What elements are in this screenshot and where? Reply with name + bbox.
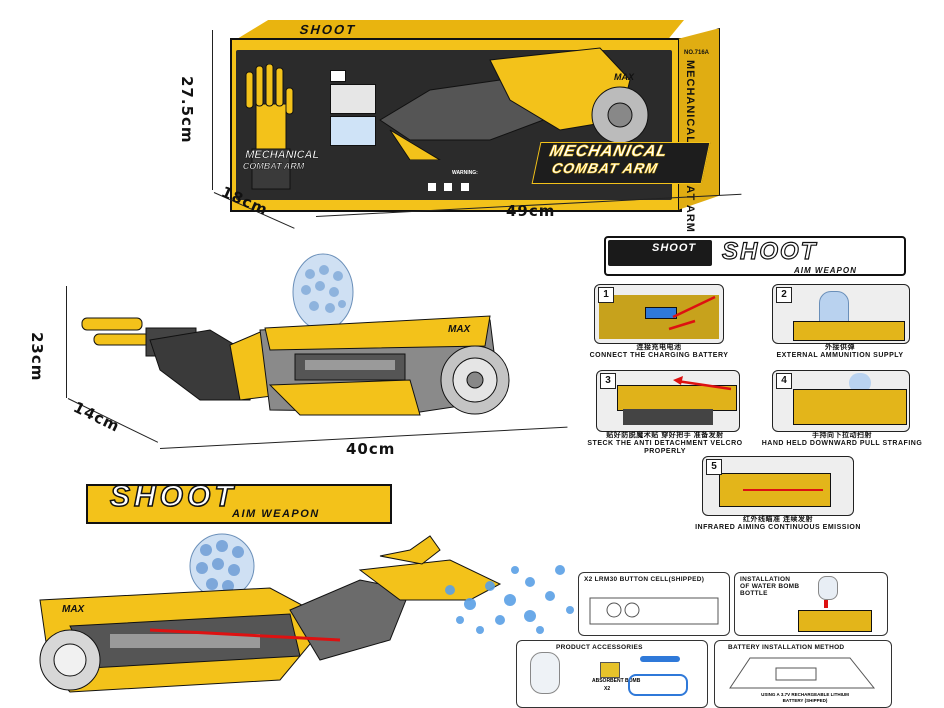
step-5-laser (743, 489, 823, 491)
box-height-dim: 27.5cm (178, 76, 196, 144)
box-thumbnail-2 (330, 116, 376, 146)
step-4-number: 4 (776, 373, 792, 389)
absorbent-bomb-qty: X2 (604, 686, 611, 692)
step-2-caption-en: EXTERNAL AMMUNITION SUPPLY (776, 352, 904, 359)
banner-subtitle: AIM WEAPON (794, 266, 857, 275)
step-2-number: 2 (776, 287, 792, 303)
box-icon-1 (428, 183, 436, 191)
step-1-number: 1 (598, 287, 614, 303)
step-3-number: 3 (600, 373, 616, 389)
step-4-caption-en: HAND HELD DOWNWARD PULL STRAFING (761, 440, 923, 447)
box-brand-top: SHOOT (297, 22, 359, 37)
step-3-handle (623, 409, 713, 425)
button-cell-diagram (589, 597, 719, 625)
step-4-bottle (849, 373, 871, 393)
battery-note: USING A 3.7V RECHARGEABLE LITHIUM BATTER… (761, 692, 849, 703)
water-bottle-icon (818, 576, 838, 600)
button-cell-label: X2 LRM30 BUTTON CELL(SHIPPED) (584, 576, 705, 583)
step-5-caption-cn: 红外线瞄准 连续发射 (743, 516, 813, 523)
box-small-badge (330, 70, 346, 82)
box-width-dim: 49cm (506, 202, 556, 220)
goggles-icon (628, 674, 688, 696)
box-max-badge: MAX (614, 72, 634, 82)
step-5-caption: 红外线瞄准 连续发射 INFRARED AIMING CONTINUOUS EM… (660, 516, 896, 532)
box-logo-right-line2: COMBAT ARM (550, 160, 660, 177)
step-3-arrow-icon (673, 376, 732, 391)
box-icon-3 (460, 183, 469, 191)
product-width-dim: 40cm (346, 440, 396, 458)
box-logo-left: MECHANICAL COMBAT ARM (241, 149, 321, 172)
button-cell-box (578, 572, 730, 636)
banner-small-shoot: SHOOT (652, 242, 697, 254)
step-1-caption-cn: 连接充电电池 (636, 344, 682, 351)
step-5-number: 5 (706, 459, 722, 475)
glove-graphic (245, 64, 294, 190)
step-3-image: 3 (596, 370, 740, 432)
bottom-logo-shoot: SHOOT (109, 479, 237, 514)
step-5-caption-en: INFRARED AIMING CONTINUOUS EMISSION (695, 524, 861, 531)
step-2-caption: 外接供弹 EXTERNAL AMMUNITION SUPPLY (756, 344, 924, 360)
water-bottle-device (798, 610, 872, 632)
box-logo-right: MECHANICAL COMBAT ARM (545, 143, 670, 177)
box-icons-row (428, 178, 488, 191)
install-arrow-icon (824, 600, 828, 608)
step-5-image: 5 (702, 456, 854, 516)
water-bottle-install-label: INSTALLATION OF WATER BOMB BOTTLE (740, 576, 800, 597)
step-1-battery (645, 307, 677, 319)
absorbent-bomb-label: ABSORBENT BOMB (592, 678, 641, 684)
step-1-caption-en: CONNECT THE CHARGING BATTERY (589, 352, 729, 359)
grenade-bottle-icon (530, 652, 560, 694)
step-1-image: 1 (594, 284, 724, 344)
step-1-caption: 连接充电电池 CONNECT THE CHARGING BATTERY (576, 344, 742, 360)
usb-cable-icon (640, 656, 680, 662)
step-2-image: 2 (772, 284, 910, 344)
banner-small-plate (608, 240, 712, 266)
firing-arm-max-badge: MAX (62, 604, 85, 615)
box-logo-left-line1: MECHANICAL (244, 149, 321, 162)
box-model-number: NO.716A (684, 50, 710, 56)
box-icon-2 (444, 183, 453, 191)
box-logo-left-line2: COMBAT ARM (241, 161, 306, 172)
box-top-face (232, 20, 684, 42)
bottom-logo-subtitle: AIM WEAPON (232, 508, 320, 520)
step-3-caption-en: STECK THE ANTI DETACHMENT VELCRO PROPERL… (587, 440, 743, 455)
step-1-arrow-icon (668, 295, 716, 331)
step-4-image: 4 (772, 370, 910, 432)
battery-method-label: BATTERY INSTALLATION METHOD (728, 644, 845, 651)
firing-arm-graphic (39, 533, 574, 693)
battery-diagram (729, 657, 876, 689)
step-2-device (793, 321, 905, 341)
step-3-caption: 贴好防脱魔术贴 穿好把手 准备发射 STECK THE ANTI DETACHM… (580, 432, 750, 456)
box-warning: WARNING: (452, 170, 478, 176)
step-3-caption-cn: 贴好防脱魔术贴 穿好把手 准备发射 (606, 432, 724, 439)
step-4-caption-cn: 手持向下拉动扫射 (812, 432, 872, 439)
banner-big-shoot: SHOOT (721, 237, 818, 265)
combat-arm-graphic (81, 253, 510, 416)
step-4-caption: 手持向下拉动扫射 HAND HELD DOWNWARD PULL STRAFIN… (760, 432, 924, 448)
box-logo-right-line1: MECHANICAL (548, 143, 670, 161)
bottom-logo-plate (86, 484, 392, 524)
product-height-dim: 23cm (28, 332, 46, 382)
box-thumbnail-1 (330, 84, 376, 114)
product-accessories-label: PRODUCT ACCESSORIES (556, 644, 643, 651)
absorbent-bomb-pack (600, 662, 620, 678)
product-max-badge: MAX (448, 324, 471, 335)
box-arm-graphic (379, 47, 649, 160)
step-4-device (793, 389, 907, 425)
step-2-caption-cn: 外接供弹 (825, 344, 855, 351)
